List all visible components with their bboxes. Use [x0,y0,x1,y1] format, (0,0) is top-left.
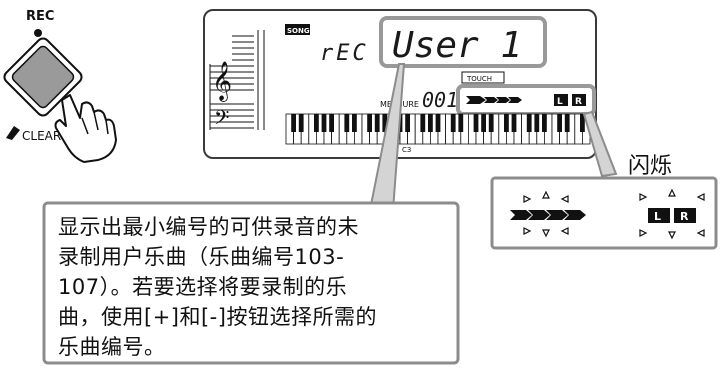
black-key [291,114,296,132]
treble-clef-icon: 𝄞 [212,61,232,102]
blink-lr-group: L R [639,188,705,240]
hand-pointer-icon [54,94,117,163]
black-key [504,114,509,132]
black-key [428,114,433,132]
black-key [367,114,372,132]
lcd-track-r-box [572,94,586,106]
rec-label: REC [26,9,54,24]
black-key [374,114,380,132]
song-badge-bg [285,24,310,35]
song-name-highlight-box [379,16,547,68]
track-arrows [466,96,522,104]
rec-button-group: REC CLEAR [2,9,117,163]
key-label-c3: C3 [402,146,411,154]
black-key [526,114,532,132]
black-key [420,114,426,132]
rec-indicator-dot [34,29,42,37]
measure-value: 001 [422,88,458,112]
black-key [298,114,304,132]
blink-label: 闪烁 [628,154,673,179]
callout-text: 显示出最小编号的可供录音的未 录制用户乐曲（乐曲编号103- 107）。若要选择… [58,215,377,359]
touch-badge: TOUCH [466,75,492,83]
black-key [557,114,562,132]
black-key [344,114,350,132]
black-key [534,114,540,132]
black-key [329,114,334,132]
black-key [511,114,517,132]
eraser-icon [6,126,20,140]
black-key [382,114,388,132]
touch-badge-box [461,71,505,84]
black-key [435,114,441,132]
black-key [450,114,456,132]
lcd-track-l: L [557,97,563,107]
black-key [542,114,547,132]
clear-label: CLEAR [22,129,61,143]
rec-button[interactable] [2,36,84,118]
black-key [321,114,327,132]
bass-clef-icon: 𝄢 [214,106,229,134]
lcd-song-name: User 1 [392,25,522,66]
black-key [405,114,410,132]
lcd-track-l-box [554,94,568,106]
callout-box [42,201,460,365]
black-key [580,114,585,132]
black-key [473,114,479,132]
blink-pointer [582,110,618,178]
lcd-keyboard [285,113,591,145]
blink-track-r: R [680,210,689,223]
black-key [564,114,570,132]
blink-track-l: L [654,210,661,223]
black-key [481,114,486,132]
black-key [458,114,464,132]
song-badge: SONG [287,27,310,35]
black-key [352,114,357,132]
music-staff [209,30,265,130]
lcd-track-r: R [575,97,582,107]
lcd-mode-text: rEC [320,41,369,66]
blink-l-box [648,208,670,223]
blink-r-box [674,208,696,223]
blink-arrows-group [510,190,586,238]
black-key [314,114,319,132]
black-key [488,114,494,132]
